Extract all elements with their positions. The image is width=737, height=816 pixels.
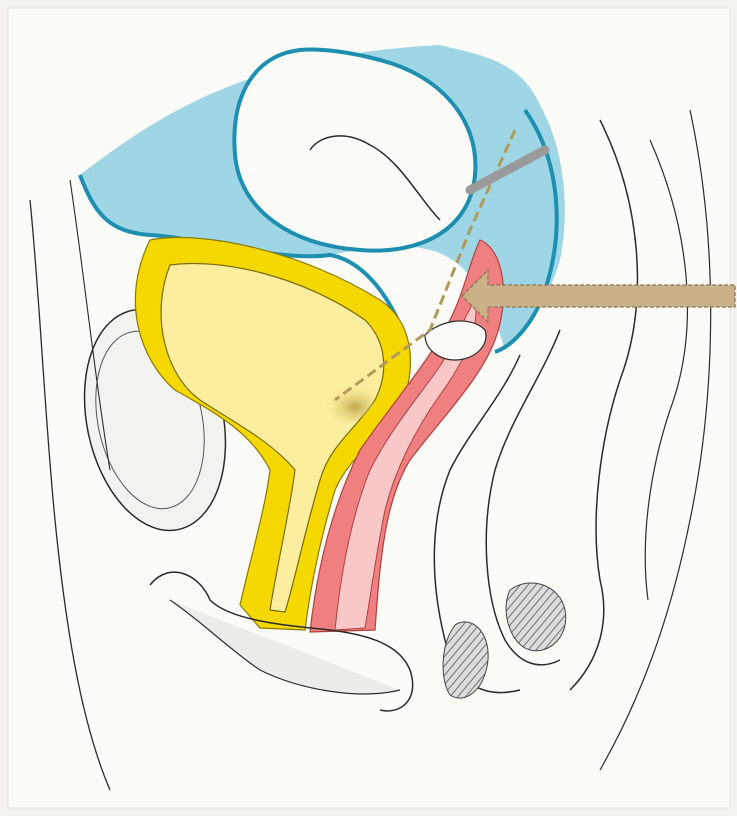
bladder-shading — [295, 365, 375, 425]
